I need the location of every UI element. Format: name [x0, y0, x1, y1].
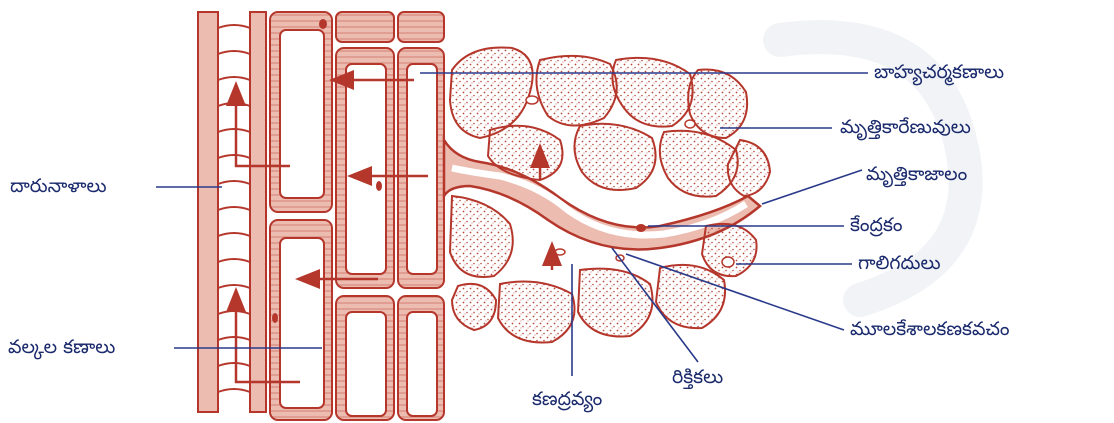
xylem-spiral-band [218, 233, 250, 236]
label-xylem-vessels: దారునాళాలు [10, 177, 107, 196]
xylem-spiral-band [218, 155, 250, 158]
xylem-spiral-band [218, 77, 250, 80]
label-cortex-cells: వల్కల కణాలు [8, 338, 115, 357]
xylem-spiral-band [218, 103, 250, 106]
xylem-spiral-band [218, 285, 250, 288]
xylem-vessel [198, 12, 266, 412]
xylem-spiral-band [218, 25, 250, 28]
xylem-spiral-band [218, 181, 250, 184]
label-root-hair-wall: మూలకేశాలకణకవచం [850, 320, 1010, 339]
label-air-spaces: గాలిగదులు [858, 254, 941, 273]
label-epidermal-cells: బాహ్యచర్మకణాలు [874, 63, 1004, 82]
label-nucleus: కేంద్రకం [850, 216, 903, 235]
xylem-spiral-band [218, 51, 250, 54]
xylem-spiral-band [218, 337, 250, 340]
root-hair-nucleus [636, 224, 646, 232]
label-soil-particles: మృత్తికారేణువులు [840, 118, 971, 137]
xylem-spiral-band [218, 259, 250, 262]
label-vacuole: రిక్తికలు [672, 368, 723, 387]
xylem-spiral-band [218, 129, 250, 132]
leader-soil-water [762, 170, 862, 204]
label-cytoplasm: కణద్రవ్యం [532, 390, 602, 409]
xylem-spiral-band [218, 363, 250, 366]
xylem-spiral-band [218, 207, 250, 210]
cortex-cells [270, 12, 444, 420]
label-soil-water: మృత్తికాజాలం [866, 165, 967, 184]
soil-particles [450, 47, 770, 342]
xylem-spiral-band [218, 389, 250, 392]
xylem-spiral-band [218, 311, 250, 314]
